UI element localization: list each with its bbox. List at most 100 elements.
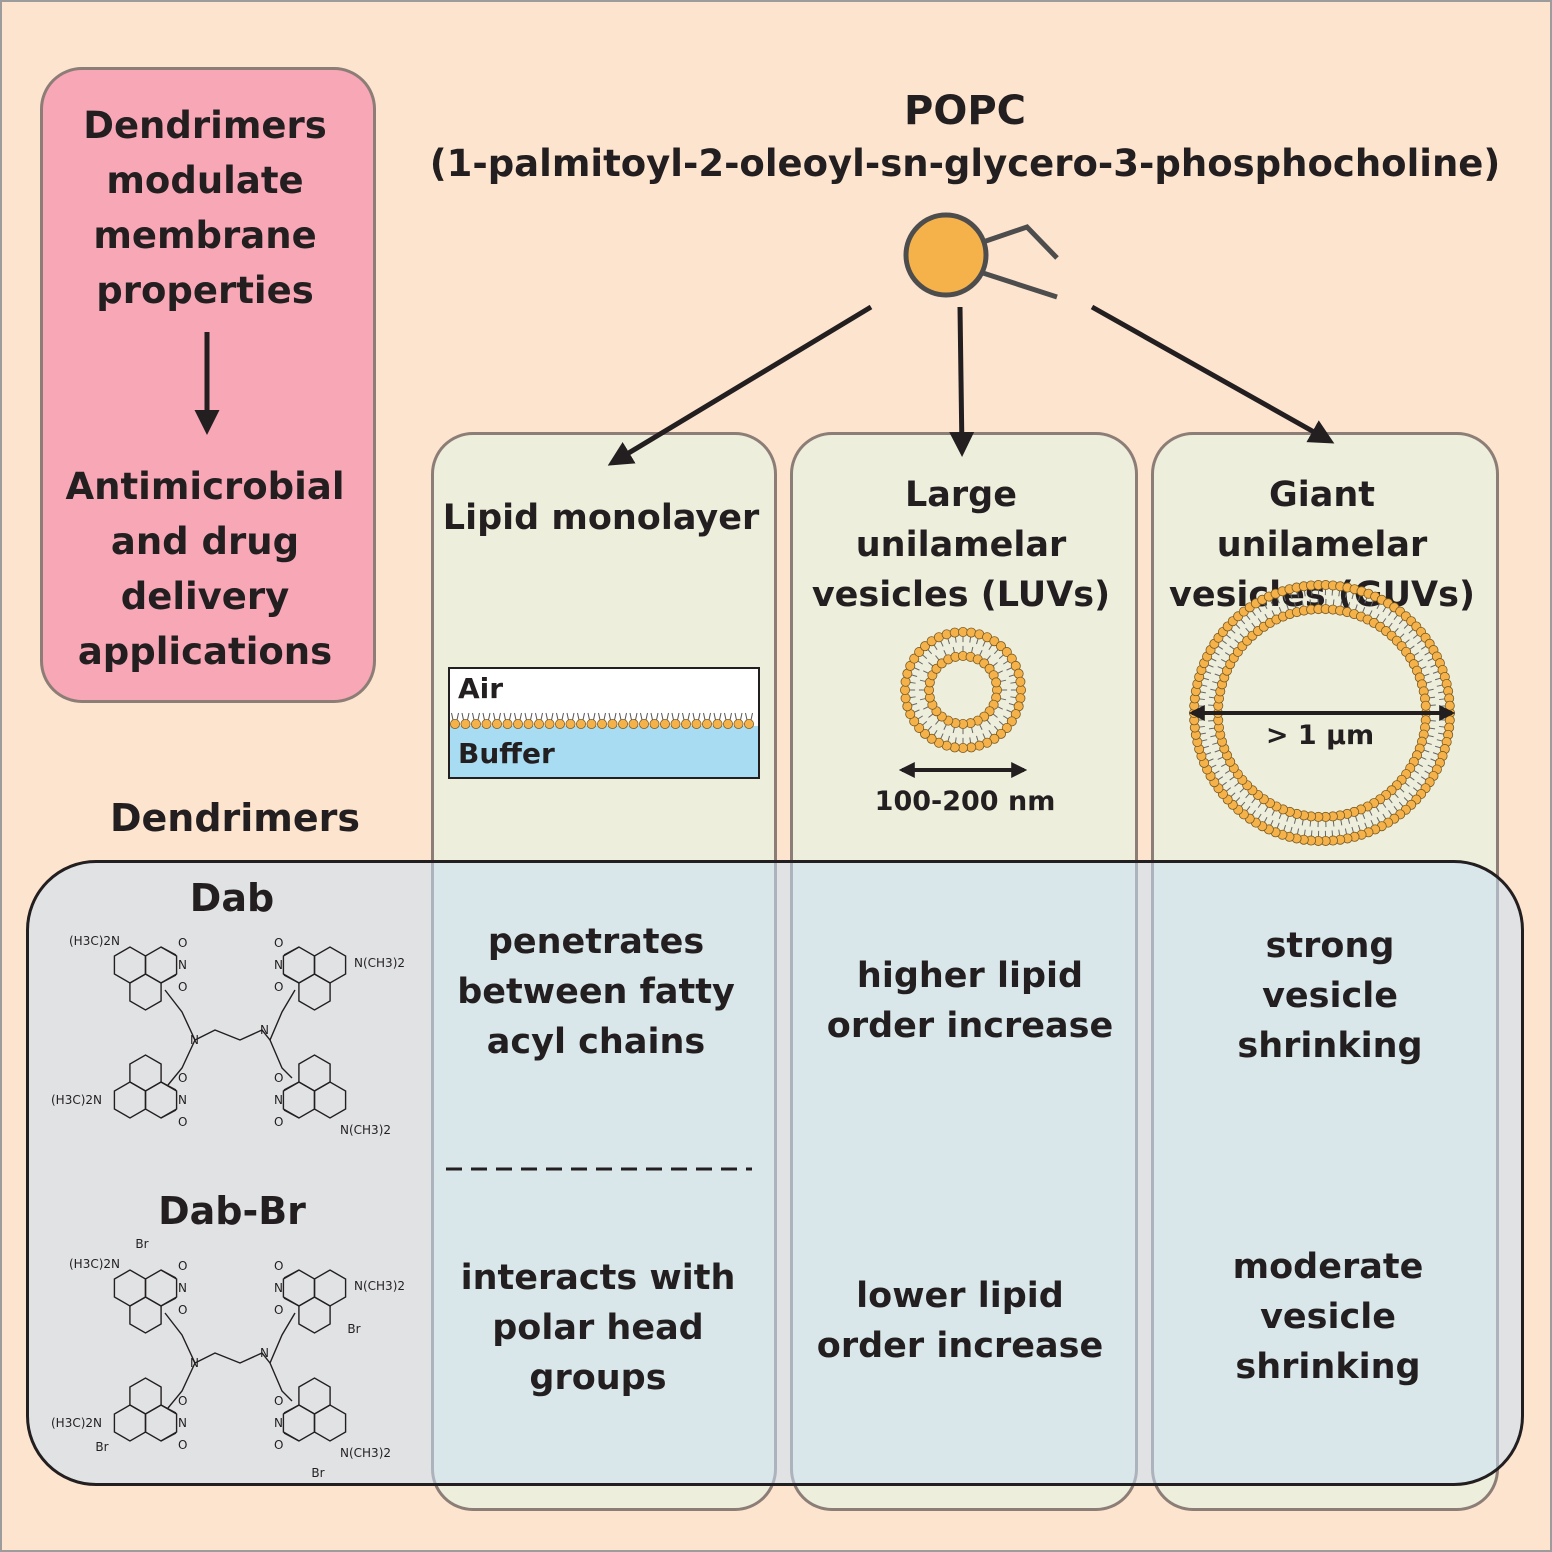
- lipid-head: [958, 743, 969, 754]
- lipid-tail: [587, 712, 596, 721]
- luv-dab-effect: higher lipid order increase: [826, 956, 1114, 1046]
- lipid-head: [712, 719, 723, 730]
- svg-text:N: N: [190, 1033, 199, 1047]
- guv-dabbr-effect: moderate vesicle shrinking: [1232, 1247, 1424, 1387]
- lipid-tail: [608, 712, 617, 721]
- svg-text:N(CH3)2: N(CH3)2: [340, 1123, 391, 1137]
- lipid-tail: [451, 712, 459, 721]
- svg-text:O: O: [274, 1259, 283, 1273]
- svg-text:O: O: [274, 1071, 283, 1085]
- arrow-to-luvs: [949, 306, 975, 457]
- lipid-tail: [671, 712, 680, 721]
- svg-text:N: N: [260, 1023, 269, 1037]
- arrow-to-guvs: [1090, 304, 1335, 444]
- lipid-head: [576, 719, 587, 730]
- lipid-head: [958, 627, 969, 638]
- svg-text:N: N: [260, 1346, 269, 1360]
- lipid-tail: [524, 712, 533, 721]
- lipid-head: [733, 719, 744, 730]
- lipid-head: [966, 627, 977, 638]
- lipid-head: [534, 719, 545, 730]
- lipid-tail: [461, 712, 470, 721]
- monolayer-inset: [448, 667, 760, 779]
- lipid-tail: [577, 712, 585, 721]
- applications-box: [40, 67, 376, 703]
- lipid-tail: [566, 712, 575, 721]
- svg-text:(H3C)2N: (H3C)2N: [69, 1257, 120, 1271]
- buffer-label: Buffer: [458, 737, 555, 770]
- lipid-head: [555, 719, 566, 730]
- lipid-head: [544, 719, 555, 730]
- svg-text:O: O: [274, 980, 283, 994]
- dendrimers-heading: Dendrimers: [109, 796, 361, 840]
- svg-text:Br: Br: [311, 1466, 324, 1480]
- svg-text:N: N: [190, 1356, 199, 1370]
- lipid-head: [639, 719, 650, 730]
- lipid-tail: [713, 712, 722, 721]
- lipid-tail: [535, 712, 543, 721]
- lipid-head: [920, 641, 931, 652]
- lipid-head: [989, 636, 1000, 647]
- svg-text:(H3C)2N: (H3C)2N: [51, 1093, 102, 1107]
- lipid-head: [607, 719, 618, 730]
- svg-text:Br: Br: [95, 1440, 108, 1454]
- luv-size-label: 100-200 nm: [874, 786, 1056, 817]
- lipid-head: [926, 733, 937, 744]
- lipid-tail: [514, 712, 522, 721]
- svg-text:O: O: [178, 1071, 187, 1085]
- lipid-tail: [734, 712, 743, 721]
- svg-text:N: N: [178, 1093, 187, 1107]
- svg-text:O: O: [178, 980, 187, 994]
- lipid-head: [460, 719, 471, 730]
- lipid-head: [702, 719, 713, 730]
- lipid-head: [481, 719, 492, 730]
- lipid-head: [597, 719, 608, 730]
- lipid-head: [502, 719, 513, 730]
- svg-text:O: O: [178, 936, 187, 950]
- svg-text:N: N: [178, 1281, 187, 1295]
- air-label: Air: [458, 672, 504, 705]
- arrow-to-monolayer: [607, 304, 873, 466]
- dabbr-name: Dab-Br: [158, 1189, 306, 1233]
- lipid-head: [991, 677, 1002, 688]
- svg-text:(H3C)2N: (H3C)2N: [69, 934, 120, 948]
- lipid-head: [628, 719, 639, 730]
- svg-text:N: N: [178, 958, 187, 972]
- lipid-head: [914, 722, 925, 733]
- lipid-head: [1001, 647, 1012, 658]
- lipid-head: [920, 728, 931, 739]
- lipid-head: [900, 676, 911, 687]
- lipid-tail: [482, 712, 491, 721]
- lipid-head: [949, 627, 960, 638]
- popc-full-name: (1-palmitoyl-2-oleoyl-sn-glycero-3-phosp…: [429, 142, 1501, 185]
- lipid-tail: [650, 712, 659, 721]
- lipid-head: [1006, 716, 1017, 727]
- lipid-head: [966, 742, 977, 753]
- lipid-head: [618, 719, 629, 730]
- lipid-head: [565, 719, 576, 730]
- popc-molecule-icon: [903, 212, 1059, 300]
- lipid-head: [941, 629, 952, 640]
- dendrimers-box: [26, 860, 1524, 1486]
- lipid-head: [900, 685, 911, 696]
- lipid-tail: [745, 712, 753, 721]
- svg-text:O: O: [178, 1115, 187, 1129]
- lipid-tail: [598, 712, 606, 721]
- lipid-head: [513, 719, 524, 730]
- lipid-head: [1016, 685, 1027, 696]
- side-box-top-text: Dendrimers modulate membrane properties: [83, 104, 327, 312]
- lipid-head: [900, 693, 911, 704]
- lipid-head: [491, 719, 502, 730]
- lipid-head: [1001, 722, 1012, 733]
- svg-text:(H3C)2N: (H3C)2N: [51, 1416, 102, 1430]
- svg-text:N: N: [274, 1281, 283, 1295]
- svg-text:N(CH3)2: N(CH3)2: [354, 1279, 405, 1293]
- lipid-tail: [724, 712, 732, 721]
- panel-title-luvs: Large unilamelar vesicles (LUVs): [811, 475, 1111, 615]
- lipid-head: [649, 719, 660, 730]
- lipid-tail: [640, 712, 648, 721]
- lipid-head: [1013, 668, 1024, 679]
- svg-text:N: N: [274, 958, 283, 972]
